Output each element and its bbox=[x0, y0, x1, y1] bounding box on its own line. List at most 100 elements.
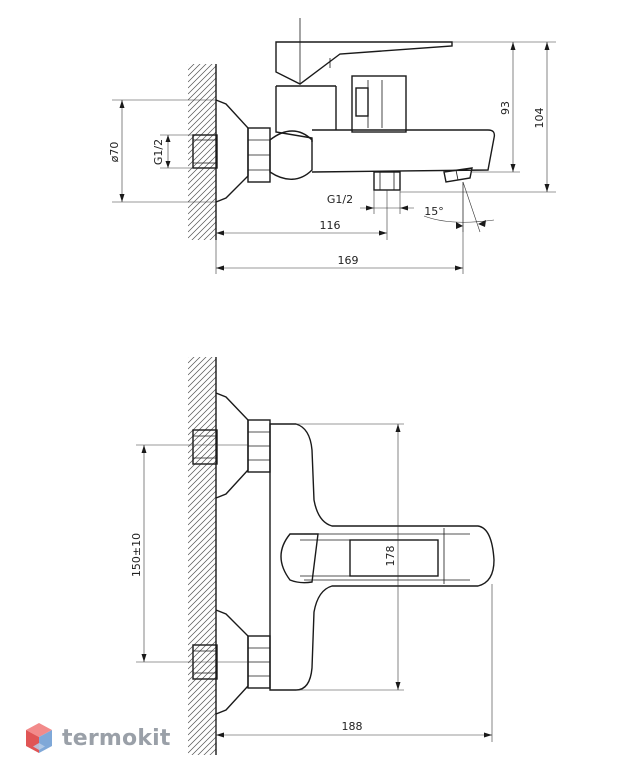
hatch-line bbox=[188, 357, 213, 382]
hatch-line bbox=[188, 64, 189, 65]
hatch-line bbox=[188, 209, 216, 239]
hatch-line bbox=[188, 706, 216, 736]
hatch-line bbox=[188, 556, 216, 586]
lever-handle-side bbox=[275, 41, 453, 85]
hatch-line bbox=[188, 712, 216, 742]
hatch-line bbox=[188, 604, 216, 634]
side-view: ø70 G1/2 G1/2 116 bbox=[108, 18, 556, 286]
label-width-169: 169 bbox=[338, 254, 359, 267]
hatch-line bbox=[188, 246, 216, 274]
hatch-line bbox=[188, 436, 216, 466]
hatch-line bbox=[188, 203, 216, 233]
hatch-line bbox=[188, 670, 216, 700]
shower-outlet-side bbox=[373, 171, 401, 191]
hatch-line bbox=[188, 622, 216, 652]
hatch-line bbox=[188, 107, 216, 137]
hatch-line bbox=[209, 233, 216, 240]
mixer-body-top bbox=[269, 423, 495, 691]
label-angle-15: 15° bbox=[424, 205, 444, 218]
dim-height-93: 93 bbox=[452, 41, 520, 173]
hatch-line bbox=[188, 634, 216, 664]
hatch-line bbox=[188, 89, 216, 119]
aerator-line bbox=[455, 169, 459, 181]
diverter-top bbox=[349, 539, 439, 577]
hatch-line bbox=[188, 137, 216, 167]
hatch-line bbox=[188, 185, 216, 215]
aerator-side bbox=[443, 167, 473, 183]
hatch-line bbox=[188, 442, 216, 472]
hatch-line bbox=[188, 388, 216, 418]
wall-hatch-bottom bbox=[188, 357, 216, 783]
hex-nut-side bbox=[247, 127, 271, 183]
top-view: 150±10 178 188 bbox=[130, 357, 495, 783]
hatch-line bbox=[188, 700, 216, 730]
hatch-line bbox=[188, 131, 216, 161]
dim-length-178: 178 bbox=[296, 423, 404, 691]
hatch-line bbox=[188, 364, 216, 394]
lever-cap-top bbox=[280, 533, 319, 584]
label-height-104: 104 bbox=[533, 108, 546, 129]
hatch-line bbox=[203, 227, 216, 240]
hatch-line bbox=[188, 767, 216, 783]
hatch-line bbox=[188, 574, 216, 604]
label-thread-outlet: G1/2 bbox=[327, 193, 353, 206]
hatch-line bbox=[191, 730, 216, 755]
hatch-line bbox=[188, 412, 216, 442]
hatch-line bbox=[188, 424, 216, 454]
hatch-line bbox=[188, 161, 216, 191]
hatch-line bbox=[197, 736, 216, 755]
brand-logo: termokit bbox=[24, 720, 171, 756]
hatch-line bbox=[188, 514, 216, 544]
hatch-line bbox=[209, 748, 216, 755]
hatch-line bbox=[188, 490, 216, 520]
hatch-line bbox=[188, 64, 195, 71]
hatch-line bbox=[203, 742, 216, 755]
cube-icon bbox=[26, 723, 52, 753]
hatch-line bbox=[188, 718, 216, 748]
hatch-line bbox=[188, 101, 216, 131]
hatch-line bbox=[188, 179, 216, 209]
hatch-line bbox=[188, 496, 216, 526]
hatch-line bbox=[188, 568, 216, 598]
mixer-body-side bbox=[269, 130, 313, 180]
hatch-line bbox=[188, 520, 216, 550]
hatch-line bbox=[188, 779, 216, 783]
hatch-line bbox=[188, 406, 216, 436]
dim-thread-outlet: G1/2 bbox=[327, 190, 414, 214]
hatch-line bbox=[188, 508, 216, 538]
hatch-line bbox=[188, 173, 216, 203]
hatch-line bbox=[188, 64, 213, 89]
hatch-line bbox=[188, 357, 201, 370]
hatch-line bbox=[188, 149, 216, 179]
hatch-line bbox=[188, 83, 216, 113]
dim-angle-15: 15° bbox=[423, 181, 495, 233]
spout-side bbox=[311, 129, 496, 173]
hatch-line bbox=[188, 688, 216, 718]
dim-thread-inlet: G1/2 bbox=[152, 134, 193, 169]
dim-height-104: 104 bbox=[400, 41, 556, 193]
hatch-line bbox=[188, 532, 216, 562]
hatch-line bbox=[188, 616, 216, 646]
inlet-upper-top-view bbox=[192, 392, 271, 499]
hatch-line bbox=[188, 258, 216, 286]
hatch-line bbox=[188, 526, 216, 556]
hatch-line bbox=[188, 191, 216, 221]
hatch-line bbox=[188, 454, 216, 484]
hatch-line bbox=[188, 113, 216, 143]
hatch-line bbox=[188, 252, 216, 280]
hatch-line bbox=[188, 562, 216, 592]
brand-name: termokit bbox=[62, 725, 171, 751]
hatch-line bbox=[188, 472, 216, 502]
hatch-line bbox=[188, 538, 216, 568]
hatch-line bbox=[215, 754, 216, 755]
hatch-line bbox=[188, 773, 216, 783]
wall-hatch-top bbox=[188, 64, 216, 286]
hatch-line bbox=[188, 484, 216, 514]
hatch-line bbox=[188, 724, 216, 754]
label-diameter-70: ø70 bbox=[108, 142, 121, 163]
hatch-line bbox=[188, 357, 189, 358]
hatch-line bbox=[188, 155, 216, 185]
label-width-188: 188 bbox=[342, 720, 363, 733]
hatch-line bbox=[188, 95, 216, 125]
hatch-line bbox=[188, 418, 216, 448]
